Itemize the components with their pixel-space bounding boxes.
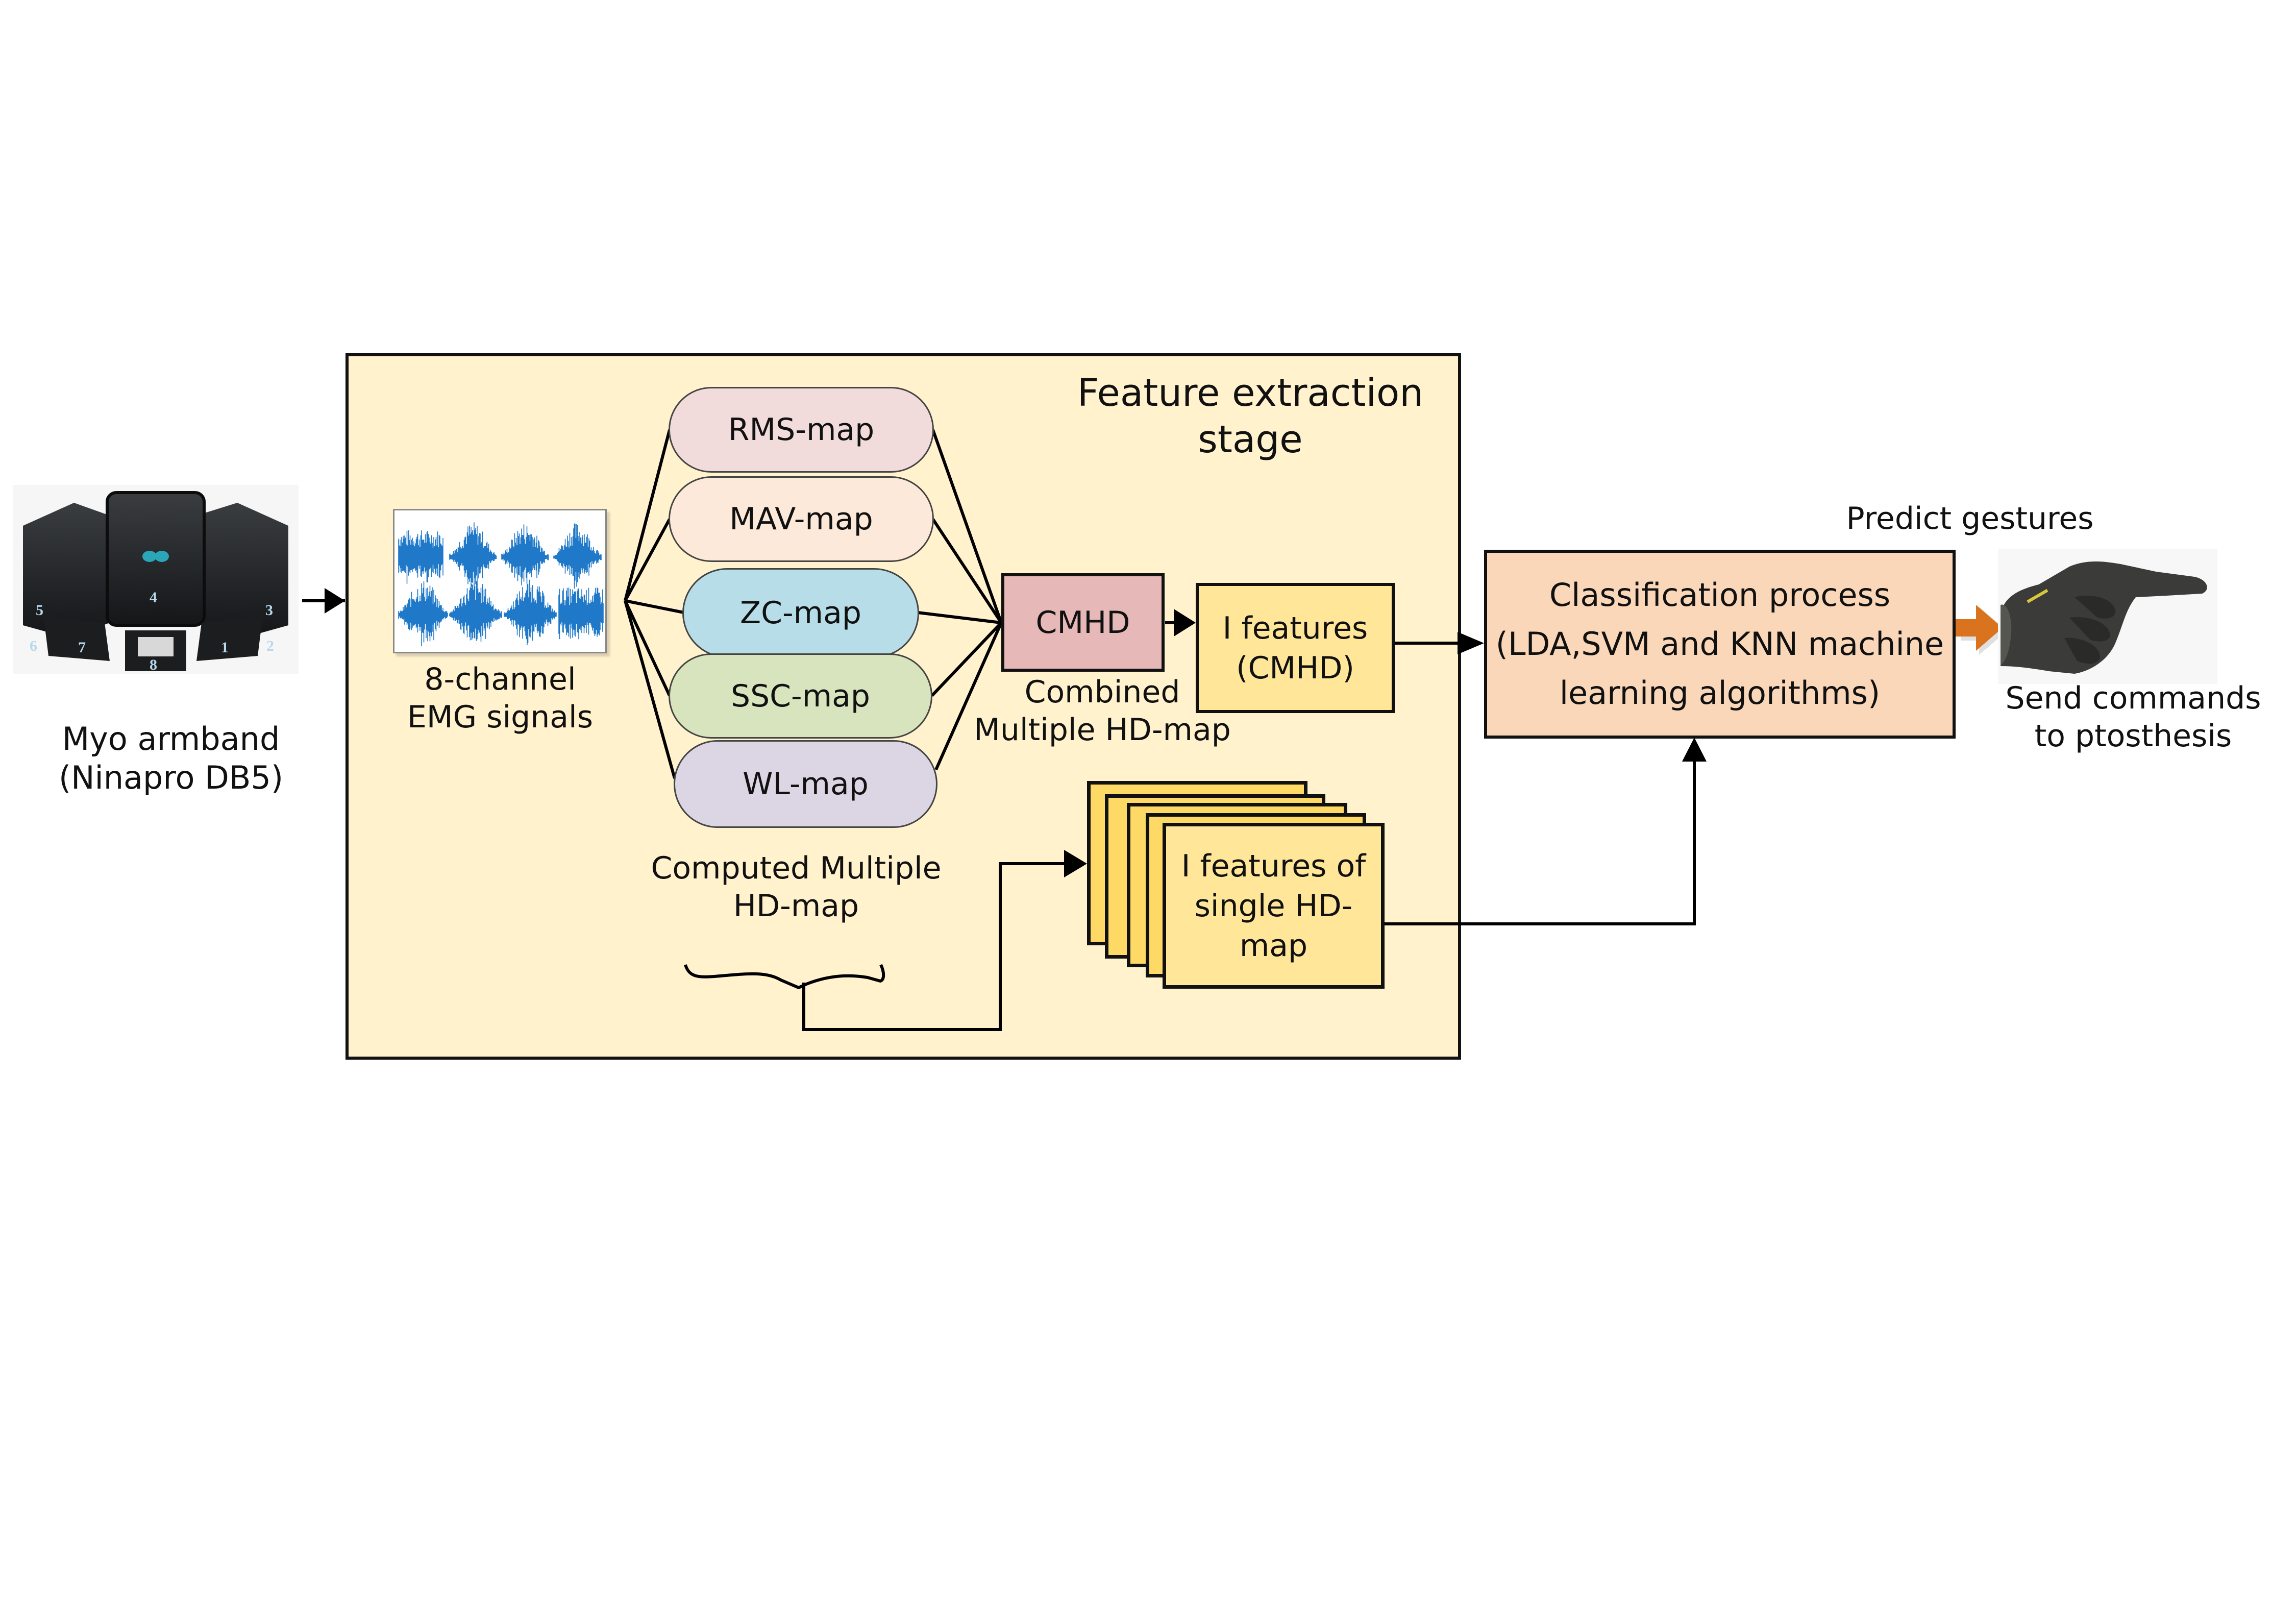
- arrow-single-features-to-classification: [1385, 761, 1696, 925]
- hand-wrist-ring: [2001, 604, 2012, 665]
- combined-multiple-hd-map-caption: Combined Multiple HD-map: [959, 674, 1245, 749]
- myo-pod-5: [23, 503, 110, 638]
- fan-to-zc: [625, 599, 684, 614]
- myo-pod-8-window: [138, 637, 174, 656]
- send-commands-label: Send commands to ptosthesis: [1975, 680, 2291, 755]
- emg-channel-trace: [449, 581, 502, 642]
- arrow-head-classification: [1458, 632, 1484, 654]
- channel-number-6: 6: [30, 638, 37, 654]
- myo-label-line2: (Ninapro DB5): [58, 759, 284, 797]
- emg-channel-trace: [398, 581, 448, 646]
- emg-waveforms: [398, 522, 604, 646]
- arrow-head-cmhd: [1174, 609, 1196, 637]
- computed-multiple-hd-map-caption: Computed Multiple HD-map: [638, 850, 954, 925]
- channel-number-1: 1: [221, 639, 229, 656]
- classification-line3: learning algorithms): [1559, 674, 1881, 712]
- emg-channel-trace: [504, 579, 557, 645]
- predict-gestures-label: Predict gestures: [1846, 501, 2094, 536]
- ssc-map-node: SSC-map: [669, 653, 932, 739]
- wl-map-label: WL-map: [743, 766, 869, 802]
- arrow-head-up-classification: [1682, 738, 1707, 762]
- emg-label-line2: EMG signals: [407, 699, 593, 735]
- emg-label-line1: 8-channel: [424, 662, 576, 697]
- channel-number-7: 7: [78, 639, 86, 656]
- cmhd-node: CMHD: [1001, 573, 1165, 672]
- channel-number-3: 3: [265, 602, 273, 619]
- hand-finger-ring: [2069, 617, 2110, 642]
- emg-signals-thumbnail: [393, 509, 607, 653]
- send-commands-line1: Send commands: [2005, 680, 2261, 716]
- fan-from-zc: [917, 611, 1002, 624]
- zc-map-label: ZC-map: [740, 595, 861, 631]
- cmhd-caption-line2: Multiple HD-map: [974, 712, 1231, 748]
- fan-from-mav: [931, 518, 1003, 624]
- myo-label-line1: Myo armband: [62, 720, 280, 757]
- mav-map-node: MAV-map: [669, 476, 934, 562]
- features-single-line2: single HD-: [1194, 888, 1353, 924]
- maps-brace: [684, 964, 885, 990]
- features-single-line3: map: [1239, 927, 1308, 964]
- emg-channel-trace: [398, 530, 443, 584]
- arrow-head-single-features: [1064, 850, 1087, 877]
- maps-caption-line1: Computed Multiple: [651, 850, 942, 886]
- emg-channel-trace: [553, 523, 602, 589]
- cmhd-label: CMHD: [1035, 604, 1130, 641]
- fan-to-rms: [624, 429, 671, 601]
- stage-title: Feature extraction stage: [1067, 370, 1434, 463]
- hand-finger-middle: [2075, 595, 2116, 619]
- arrow-maps-to-single-features: [802, 862, 1067, 1031]
- channel-number-5: 5: [36, 602, 43, 619]
- zc-map-node: ZC-map: [682, 568, 919, 658]
- features-cmhd-node: I features (CMHD): [1196, 583, 1395, 713]
- cmhd-caption-line1: Combined: [1024, 674, 1180, 710]
- myo-pod-3: [196, 503, 288, 638]
- fan-from-rms: [931, 429, 1003, 624]
- fan-to-ssc: [624, 600, 671, 697]
- classification-line2: (LDA,SVM and KNN machine: [1495, 625, 1944, 663]
- myo-armband-image: 4 5 3 6 7 8 1 2: [13, 485, 299, 674]
- fan-from-ssc: [930, 621, 1003, 697]
- fan-to-wl: [624, 600, 676, 779]
- send-commands-line2: to ptosthesis: [2034, 718, 2232, 754]
- maps-caption-line2: HD-map: [733, 888, 859, 924]
- fan-from-wl: [934, 622, 1003, 771]
- arrow-to-prosthesis: [1956, 605, 2007, 655]
- classification-line1: Classification process: [1549, 576, 1891, 614]
- emg-channel-trace: [449, 522, 497, 587]
- myo-logo-icon: [142, 551, 169, 562]
- channel-number-8: 8: [150, 656, 157, 673]
- wl-map-node: WL-map: [674, 740, 937, 828]
- emg-channel-trace: [558, 588, 604, 640]
- mav-map-label: MAV-map: [729, 501, 873, 537]
- hand-finger-little: [2064, 638, 2100, 664]
- features-single-line1: I features of: [1181, 848, 1366, 884]
- emg-signals-label: 8-channel EMG signals: [398, 661, 602, 737]
- features-cmhd-line1: I features: [1222, 610, 1368, 646]
- features-cmhd-line2: (CMHD): [1236, 650, 1354, 686]
- stage-title-line1: Feature extraction: [1077, 371, 1424, 415]
- classification-process-node: Classification process (LDA,SVM and KNN …: [1484, 550, 1956, 739]
- prosthetic-hand-image: [1998, 549, 2217, 684]
- rms-map-label: RMS-map: [728, 412, 875, 448]
- myo-pod-1-2: [196, 615, 263, 661]
- rms-map-node: RMS-map: [669, 387, 934, 473]
- stage-title-line2: stage: [1198, 418, 1303, 462]
- fan-to-mav: [624, 518, 671, 602]
- myo-pod-6-7: [43, 615, 110, 661]
- channel-number-4: 4: [150, 589, 157, 606]
- ssc-map-label: SSC-map: [730, 678, 871, 714]
- features-single-hd-map-node: I features of single HD- map: [1163, 823, 1385, 989]
- myo-armband-label: Myo armband (Ninapro DB5): [31, 720, 311, 798]
- hand-brand-mark: [2027, 589, 2048, 603]
- arrow-head-input: [325, 588, 345, 614]
- emg-channel-trace: [501, 524, 549, 585]
- channel-number-2: 2: [266, 638, 274, 654]
